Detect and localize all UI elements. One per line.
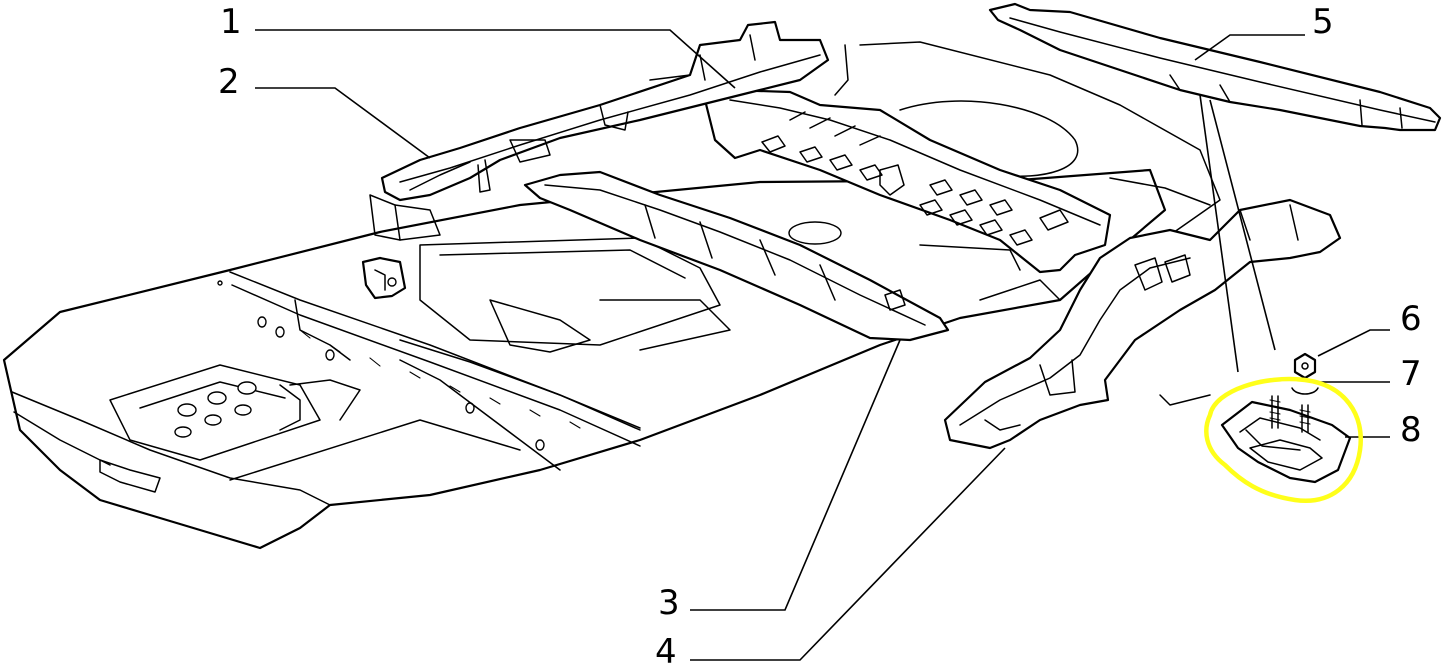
callout-5: 5 <box>1312 2 1334 42</box>
leader-1 <box>255 29 736 89</box>
part-2-left-rail <box>380 20 830 202</box>
callout-1: 1 <box>220 2 242 42</box>
part-6-nut <box>1293 352 1317 380</box>
callout-2: 2 <box>218 62 240 102</box>
leader-6 <box>1317 329 1390 357</box>
leader-4 <box>690 447 1006 661</box>
leader-5 <box>1194 34 1305 61</box>
callout-8: 8 <box>1400 410 1422 450</box>
floor-pan <box>2 41 1221 550</box>
part-8-bracket <box>1220 395 1352 484</box>
part-1-rear-crossmember <box>703 88 1112 274</box>
part-7-washer <box>1291 387 1319 395</box>
callout-3: 3 <box>658 583 680 623</box>
leader-5-drop-b <box>1209 99 1276 351</box>
leader-lines <box>255 29 1390 661</box>
part-5-rear-rail <box>988 2 1442 132</box>
leader-5-drop-a <box>1199 94 1239 373</box>
highlight-ring <box>1204 376 1363 503</box>
part-4-right-rail <box>943 198 1342 450</box>
part-3-central-brace <box>523 170 950 342</box>
callout-4: 4 <box>655 632 677 665</box>
leader-3 <box>690 339 901 611</box>
callout-6: 6 <box>1400 299 1422 339</box>
leader-2 <box>255 87 431 159</box>
callout-7: 7 <box>1400 354 1422 394</box>
